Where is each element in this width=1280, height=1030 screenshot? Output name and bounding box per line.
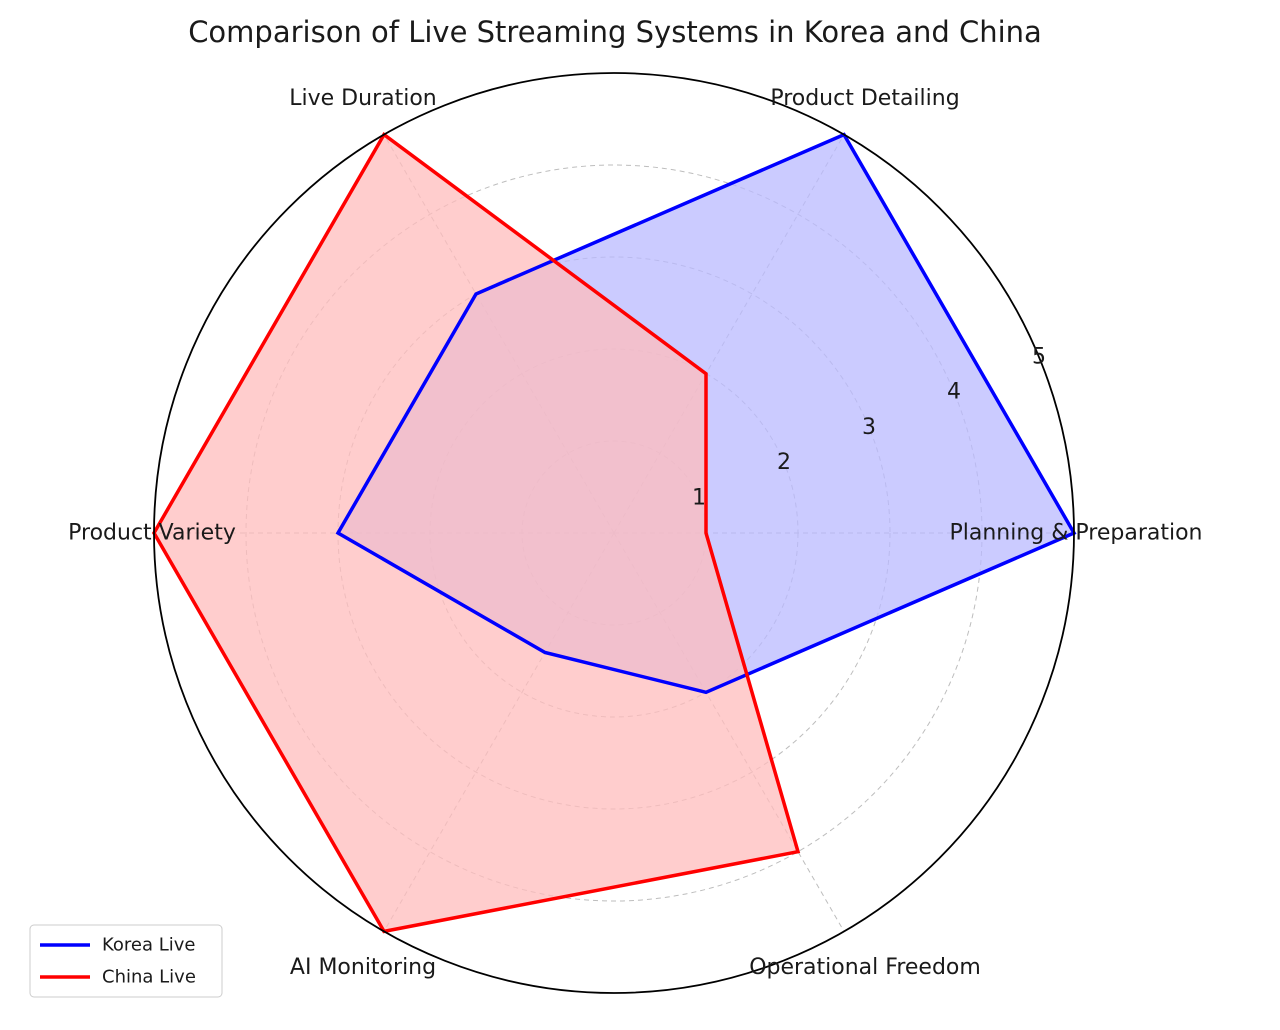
radial-tick-label: 5 <box>1032 345 1046 370</box>
category-label: Product Detailing <box>770 86 959 111</box>
chart-title: Comparison of Live Streaming Systems in … <box>188 15 1042 49</box>
category-label: Product Variety <box>68 521 236 546</box>
radial-tick-label: 1 <box>692 485 706 510</box>
legend-label: China Live <box>102 967 196 988</box>
legend-box <box>29 924 223 998</box>
outer-ring <box>153 72 1075 994</box>
category-label: Live Duration <box>289 86 436 111</box>
series-layer <box>151 132 1077 934</box>
category-label: Planning & Preparation <box>950 521 1203 546</box>
outer-ring-layer <box>153 72 1075 994</box>
radial-tick-label: 2 <box>777 450 791 475</box>
legend-label: Korea Live <box>102 935 196 956</box>
radial-tick-label: 4 <box>947 380 961 405</box>
china-live-fill <box>154 134 798 932</box>
category-label: Operational Freedom <box>749 955 981 980</box>
radial-tick-label: 3 <box>862 415 876 440</box>
category-label: AI Monitoring <box>290 955 436 980</box>
